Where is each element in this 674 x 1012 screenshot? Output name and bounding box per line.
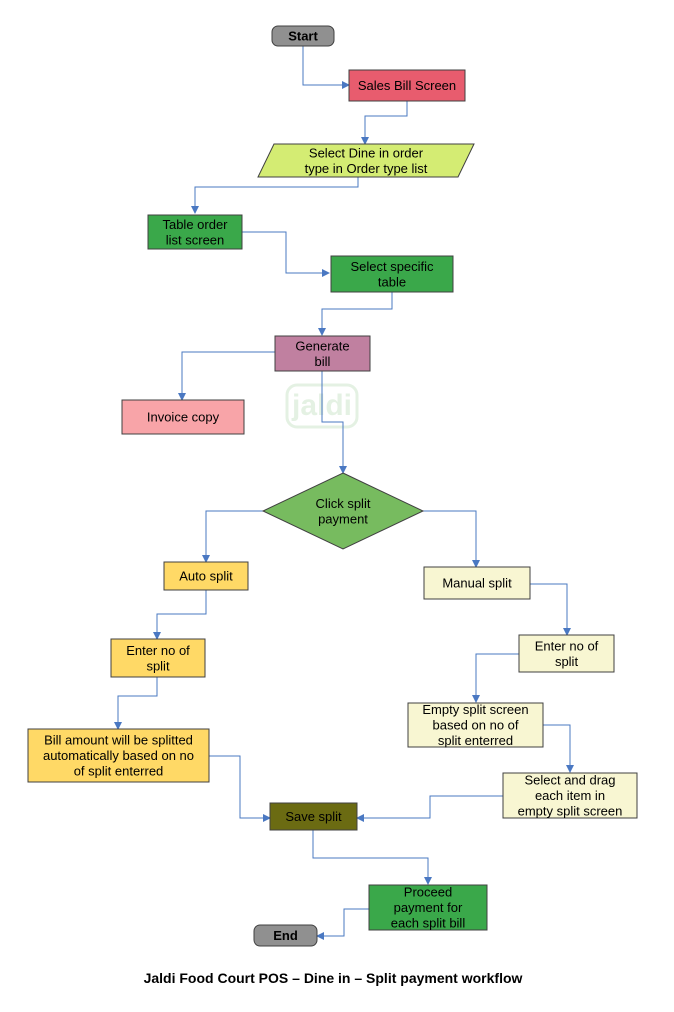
- diagram-caption: Jaldi Food Court POS – Dine in – Split p…: [144, 970, 523, 986]
- node-label-line: Select and drag: [524, 773, 615, 788]
- node-shape: [253, 924, 318, 947]
- node-shape: [502, 772, 638, 819]
- edge-bill-amount-to-save-split: [209, 755, 271, 822]
- node-label-line: Start: [288, 29, 318, 44]
- node-shape: [163, 561, 249, 591]
- node-label-line: Invoice copy: [147, 410, 220, 425]
- node-label-line: split: [555, 654, 579, 669]
- connector-layer: [114, 46, 574, 940]
- node-shape: [147, 214, 243, 250]
- edge-select-drag-to-save-split: [356, 795, 503, 822]
- edge-empty-split-to-select-drag: [543, 724, 574, 773]
- node-label-line: Table order: [162, 217, 228, 232]
- node-label-line: Enter no of: [535, 638, 599, 653]
- node-label-line: each split bill: [391, 916, 466, 931]
- node-shape: [261, 472, 425, 550]
- edge-manual-split-to-manual-enter: [530, 583, 571, 636]
- node-shape: [121, 399, 245, 435]
- node-auto-split: Auto split: [163, 561, 249, 591]
- node-shape: [274, 335, 371, 372]
- node-label-line: Auto split: [179, 569, 233, 584]
- node-shape: [518, 634, 615, 673]
- node-label-line: bill: [315, 354, 331, 369]
- edge-select-table-to-generate-bill: [318, 292, 393, 336]
- node-label-line: Manual split: [442, 576, 512, 591]
- node-save-split: Save split: [269, 802, 358, 831]
- node-bill-amount: Bill amount will be splittedautomaticall…: [27, 728, 210, 783]
- node-label-line: Select specific: [350, 259, 434, 274]
- node-shape: [407, 702, 544, 748]
- node-label-line: list screen: [166, 232, 225, 247]
- node-shape: [27, 728, 210, 783]
- edge-start-to-sales-bill: [302, 46, 350, 89]
- node-shape: [330, 255, 454, 293]
- node-shape: [368, 884, 488, 931]
- node-manual-split: Manual split: [423, 566, 531, 600]
- node-shape: [423, 566, 531, 600]
- edge-proceed-payment-to-end: [316, 908, 369, 940]
- node-label-line: Generate: [295, 338, 349, 353]
- node-label-line: payment for: [394, 900, 463, 915]
- node-label-line: split: [146, 658, 170, 673]
- edge-manual-enter-to-empty-split: [472, 653, 519, 703]
- node-shape: [257, 143, 475, 178]
- node-label-line: of split enterred: [74, 764, 164, 779]
- node-label-line: automatically based on no: [43, 748, 194, 763]
- node-label-line: Proceed: [404, 885, 452, 900]
- node-label-line: Save split: [285, 809, 342, 824]
- node-start: Start: [271, 25, 335, 47]
- node-label-line: payment: [318, 511, 368, 526]
- node-shape: [348, 69, 466, 102]
- edge-generate-bill-to-invoice-copy: [178, 351, 275, 401]
- node-label-line: split enterred: [438, 733, 513, 748]
- node-label-line: empty split screen: [518, 804, 623, 819]
- edge-save-split-to-proceed-payment: [312, 830, 432, 885]
- node-shape: [269, 802, 358, 831]
- node-label-line: Sales Bill Screen: [358, 78, 456, 93]
- node-invoice-copy: Invoice copy: [121, 399, 245, 435]
- node-label-line: Enter no of: [126, 643, 190, 658]
- node-label-line: based on no of: [432, 718, 518, 733]
- node-label-line: table: [378, 274, 406, 289]
- node-label-line: Click split: [316, 496, 371, 511]
- node-sales-bill: Sales Bill Screen: [348, 69, 466, 102]
- node-label-line: End: [273, 928, 298, 943]
- edge-auto-split-to-auto-enter: [153, 590, 207, 640]
- node-shape: [271, 25, 335, 47]
- node-label-line: Bill amount will be splitted: [44, 733, 193, 748]
- node-label-line: each item in: [535, 788, 605, 803]
- edge-click-split-to-manual-split: [423, 510, 480, 568]
- edge-auto-enter-to-bill-amount: [114, 677, 158, 730]
- node-label-line: type in Order type list: [305, 161, 428, 176]
- edge-select-dine-in-to-table-order: [191, 177, 359, 214]
- edge-click-split-to-auto-split: [202, 510, 263, 563]
- node-label-line: Empty split screen: [422, 702, 528, 717]
- node-label-line: Select Dine in order: [309, 145, 424, 160]
- edge-table-order-to-select-table: [242, 231, 330, 277]
- node-end: End: [253, 924, 318, 947]
- node-shape: [110, 638, 206, 678]
- edge-generate-bill-to-click-split: [321, 371, 347, 474]
- edge-sales-bill-to-select-dine-in: [361, 101, 408, 145]
